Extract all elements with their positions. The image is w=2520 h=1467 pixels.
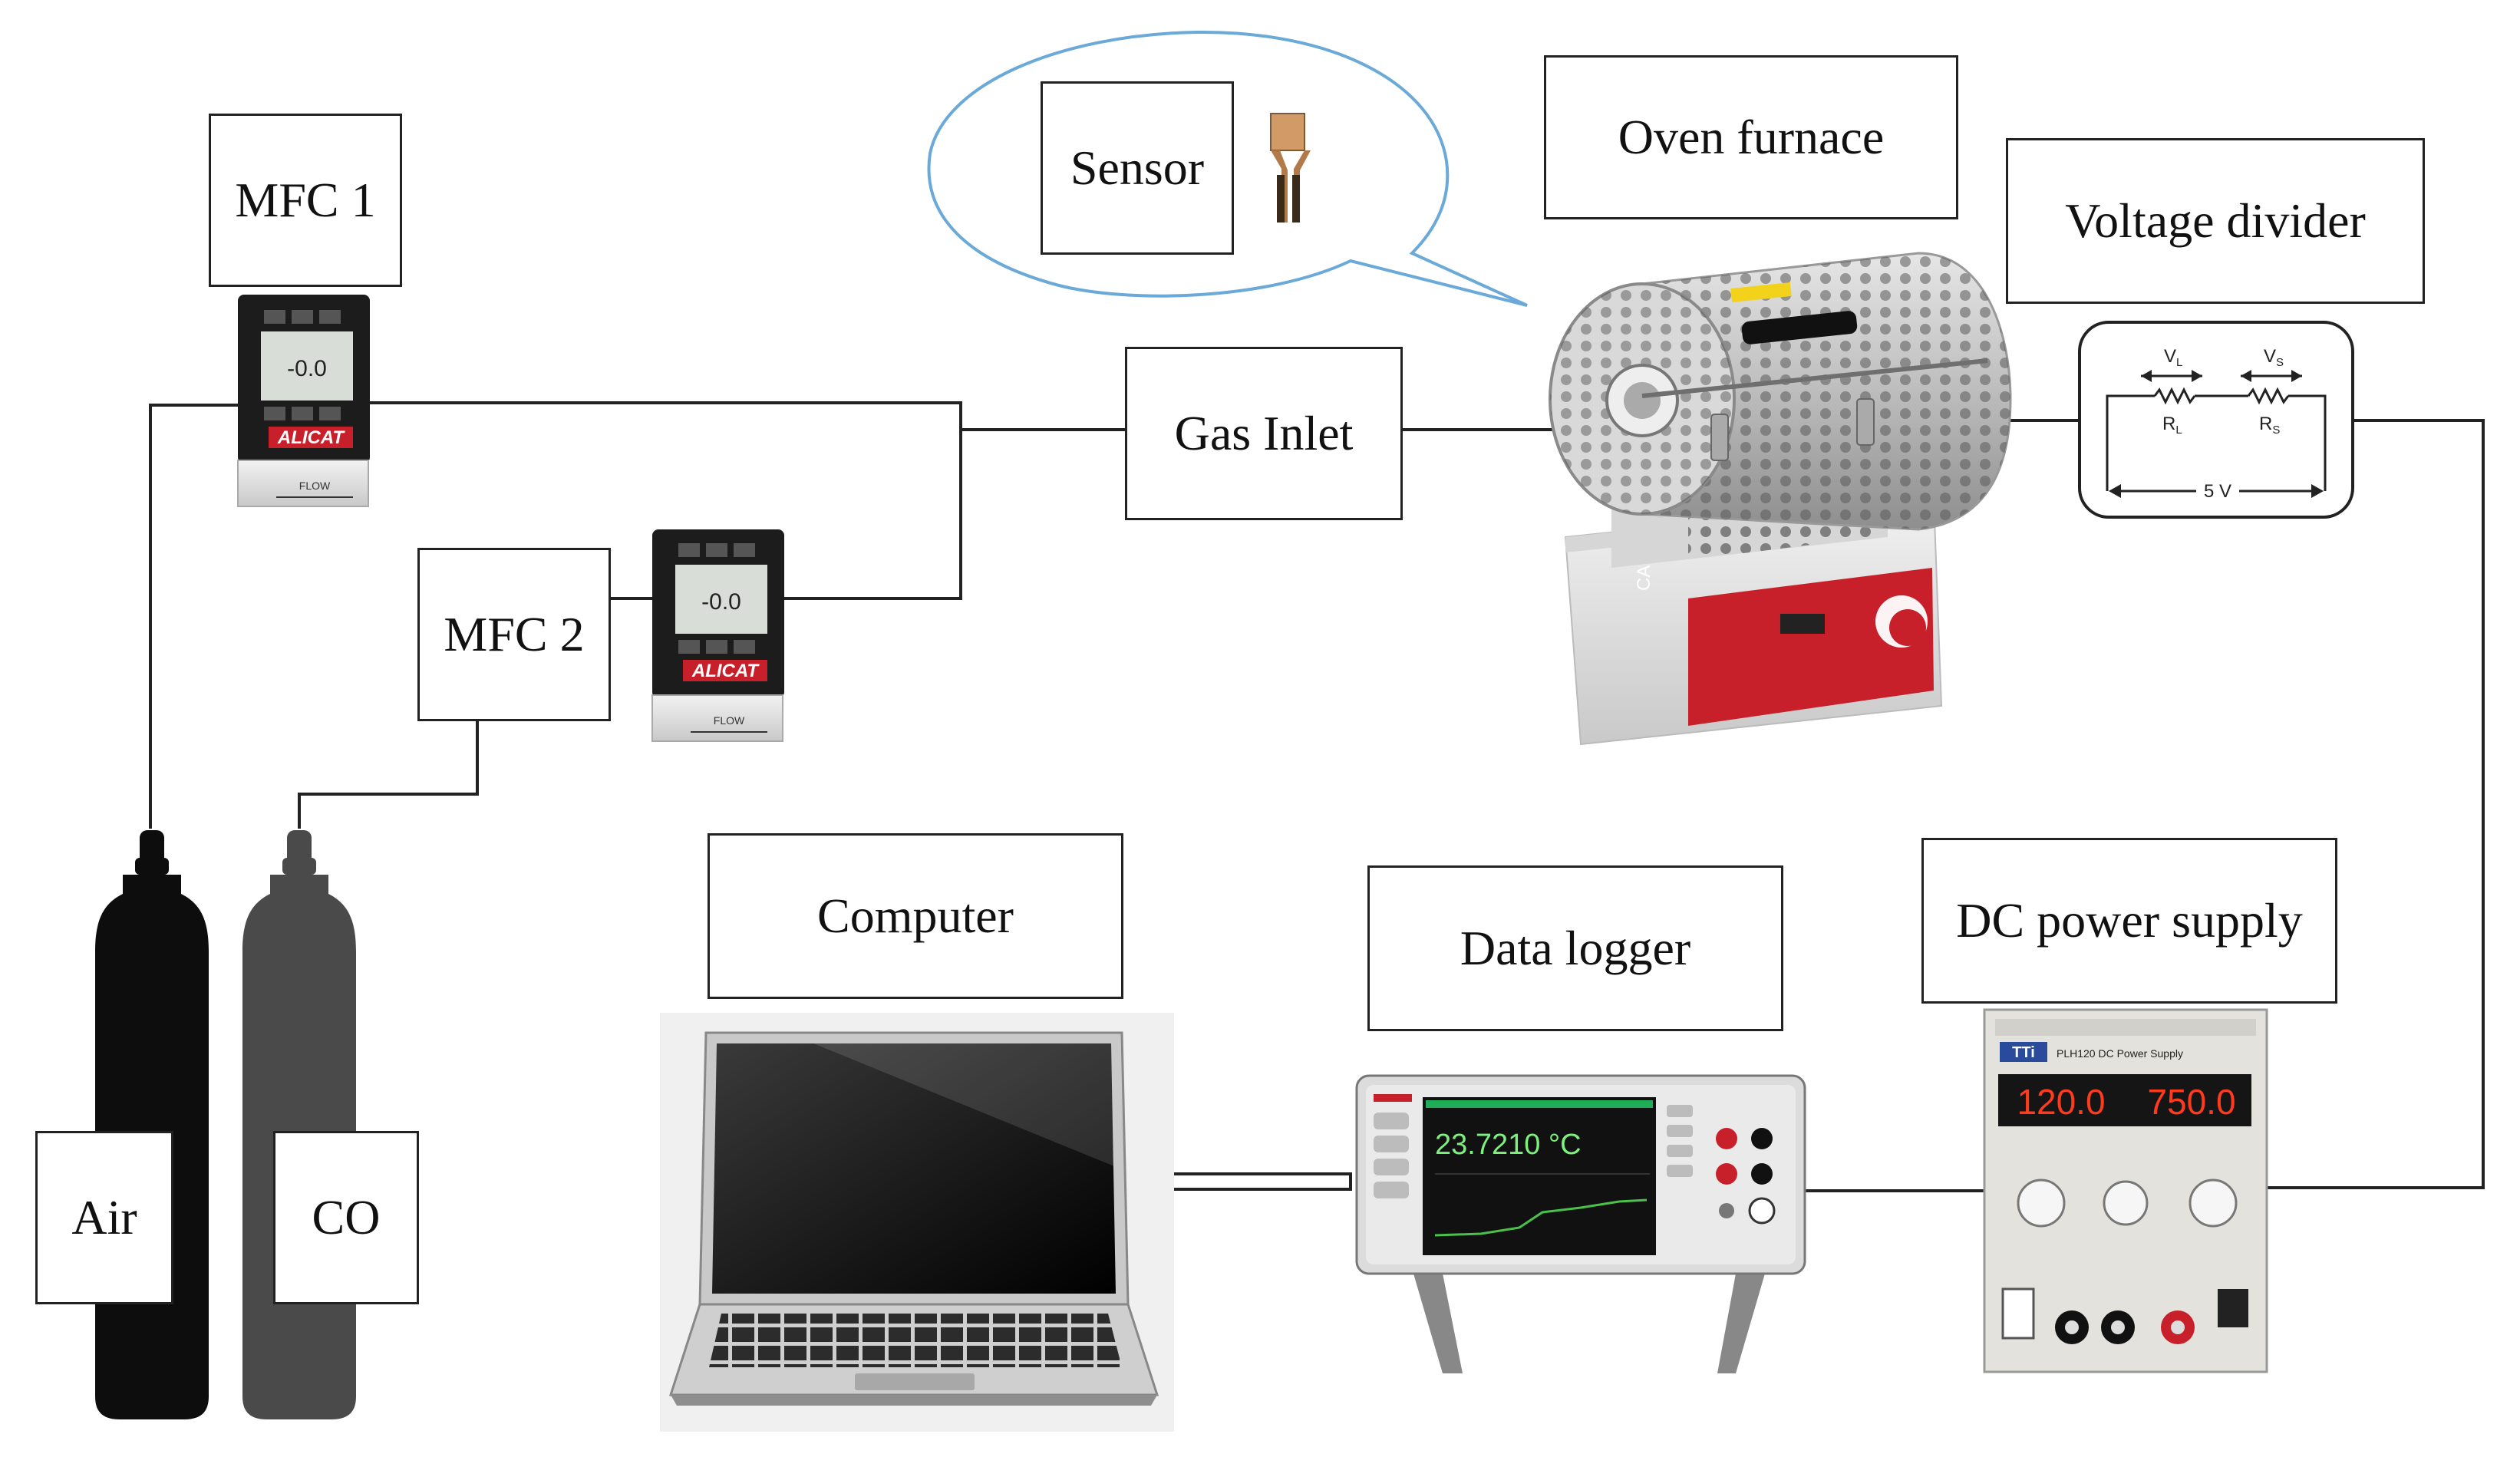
- data-logger-label-box: Data logger: [1367, 865, 1783, 1031]
- logger-reading: 23.7210 °C: [1435, 1129, 1582, 1161]
- air-label-box: Air: [35, 1131, 173, 1304]
- mfc1-to-gas-inlet-line: [361, 401, 962, 430]
- data-logger-image: 23.7210 °C: [1355, 1074, 1806, 1373]
- mfc2-to-gas-inlet-line: [783, 428, 1125, 600]
- oven-furnace-label-box: Oven furnace: [1544, 55, 1958, 219]
- rl-label: RL: [2162, 414, 2182, 437]
- mfc2-reading: -0.0: [701, 589, 741, 615]
- co-to-mfc2-line: [298, 721, 479, 829]
- supply-voltage-label: 5 V: [2204, 481, 2231, 502]
- psu-voltage-display: 120.0: [2017, 1082, 2105, 1122]
- co-label-box: CO: [273, 1131, 419, 1304]
- psu-model: PLH120 DC Power Supply: [2057, 1047, 2183, 1060]
- divider-to-psu-line: [2264, 419, 2485, 1189]
- mfc1-brand: ALICAT: [277, 427, 346, 448]
- mfc1-device-image: -0.0 ALICAT FLOW: [237, 295, 370, 507]
- psu-current-display: 750.0: [2147, 1082, 2235, 1122]
- connection-lines: [149, 401, 2485, 1192]
- laptop-image: [660, 1013, 1174, 1432]
- mfc1-label-box: MFC 1: [209, 114, 402, 287]
- gas-inlet-label-box: Gas Inlet: [1125, 347, 1403, 520]
- mfc1-reading: -0.0: [287, 356, 327, 381]
- air-cylinder-image: [95, 830, 209, 1419]
- psu-brand: TTi: [2012, 1044, 2035, 1061]
- air-to-mfc1-line: [149, 404, 238, 829]
- sensor-resistor-symbol: [2247, 387, 2290, 405]
- mfc1-flow-label: FLOW: [299, 480, 331, 492]
- mfc2-flow-label: FLOW: [714, 714, 745, 727]
- dc-power-supply-image: TTi PLH120 DC Power Supply 120.0 750.0: [1983, 1008, 2268, 1373]
- co-cylinder-image: [242, 830, 356, 1419]
- sensor-chip-image: [1270, 113, 1311, 223]
- rs-label: RS: [2259, 414, 2280, 437]
- mfc2-device-image: -0.0 ALICAT FLOW: [651, 529, 784, 742]
- voltage-divider-label-box: Voltage divider: [2006, 138, 2425, 304]
- vl-label: VL: [2164, 346, 2182, 369]
- vs-label: VS: [2264, 346, 2284, 369]
- mfc2-label-box: MFC 2: [417, 548, 611, 721]
- computer-label-box: Computer: [708, 833, 1123, 999]
- voltage-divider-circuit: VL VS RL RS 5 V: [2078, 321, 2354, 519]
- oven-furnace-image: CARBOLITE GERO: [1549, 252, 2012, 746]
- dc-power-supply-label-box: DC power supply: [1921, 838, 2337, 1004]
- mfc2-brand: ALICAT: [691, 661, 760, 681]
- sensor-label-box: Sensor: [1041, 81, 1234, 255]
- load-resistor-symbol: [2153, 387, 2196, 405]
